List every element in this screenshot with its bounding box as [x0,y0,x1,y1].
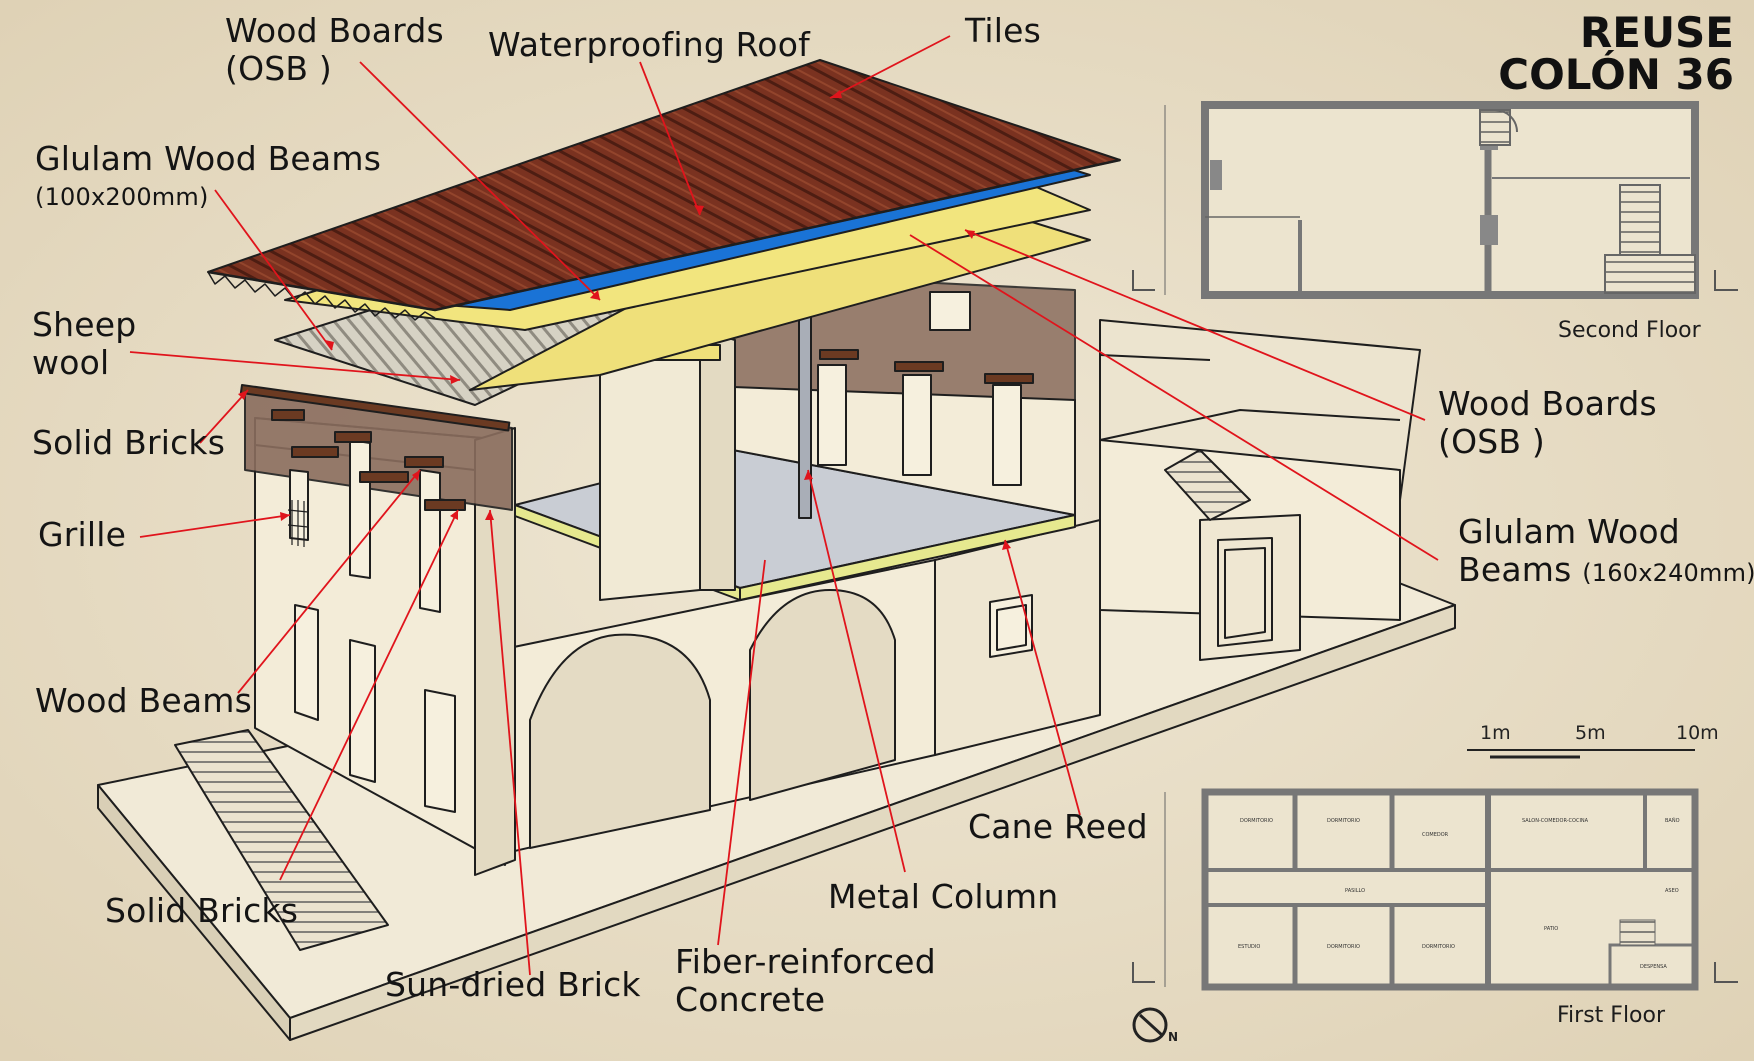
scale-bar [1467,749,1695,759]
room-label: DORMITORIO [1240,818,1273,824]
room-label: DORMITORIO [1327,818,1360,824]
label-text: Fiber-reinforced [675,942,936,981]
room-label: DESPENSA [1640,964,1667,970]
first-floor-plan [1132,788,1738,991]
room-label: ASEO [1665,888,1679,894]
title-line-2: COLÓN 36 [1498,50,1734,99]
label-grille: Grille [38,515,127,554]
roof-layers [207,59,1121,406]
label-text: (OSB ) [225,49,332,88]
label-solid-bricks-bottom: Solid Bricks [105,891,299,930]
label-glulam-right: Glulam Wood Beams (160x240mm) [1458,513,1754,592]
label-text: Beams (160x240mm) [1458,551,1754,592]
label-wood-boards-top: Wood Boards (OSB ) [225,12,444,88]
leader-lines [129,35,1439,976]
label-text: Wood Boards [1438,384,1657,423]
label-cane-reed: Cane Reed [968,807,1148,846]
label-size: (160x240mm) [1582,559,1754,587]
label-metal-column: Metal Column [828,877,1059,916]
room-label: PASILLO [1345,888,1366,894]
label-text: wool [32,343,110,382]
label-text: (OSB ) [1438,422,1545,461]
label-text: (100x200mm) [35,183,209,211]
label-wood-boards-right: Wood Boards (OSB ) [1438,385,1657,461]
room-label: BAÑO [1665,818,1680,824]
label-text: Wood Boards [225,11,444,50]
title-line-1: REUSE [1579,8,1734,57]
main-building [239,257,1101,876]
label-text: Sheep [32,305,137,344]
label-text: Concrete [675,980,826,1019]
room-label: DORMITORIO [1327,944,1360,950]
caption-first-floor: First Floor [1557,1003,1666,1028]
label-text: Glulam Wood [1458,512,1680,551]
scale-label-5m: 5m [1575,722,1606,744]
label-tiles: Tiles [965,11,1041,50]
scale-label-1m: 1m [1480,722,1511,744]
label-sheep-wool: Sheep wool [32,306,136,382]
scale-label-10m: 10m [1676,722,1719,744]
project-title: REUSE COLÓN 36 [1498,12,1734,96]
label-fiber-concrete: Fiber-reinforced Concrete [675,943,936,1019]
room-label: DORMITORIO [1422,944,1455,950]
label-solid-bricks-top: Solid Bricks [32,423,226,462]
north-arrow-icon [1132,1007,1168,1043]
label-text: Beams [1458,550,1572,589]
label-wood-beams: Wood Beams [35,681,253,720]
caption-second-floor: Second Floor [1558,318,1701,343]
label-waterproofing-roof: Waterproofing Roof [488,25,810,64]
label-glulam-left: Glulam Wood Beams (100x200mm) [35,140,381,216]
room-label: COMEDOR [1422,832,1449,838]
north-label: N [1168,1030,1179,1044]
right-annex [1099,319,1421,661]
label-sun-dried-brick: Sun-dried Brick [385,965,641,1004]
room-label: SALON-COMEDOR-COCINA [1522,818,1589,824]
room-label: PATIO [1544,926,1559,932]
room-label: ESTUDIO [1238,944,1261,950]
grille-shape [287,500,309,547]
label-text: Glulam Wood Beams [35,139,382,178]
second-floor-plan [1132,101,1738,299]
